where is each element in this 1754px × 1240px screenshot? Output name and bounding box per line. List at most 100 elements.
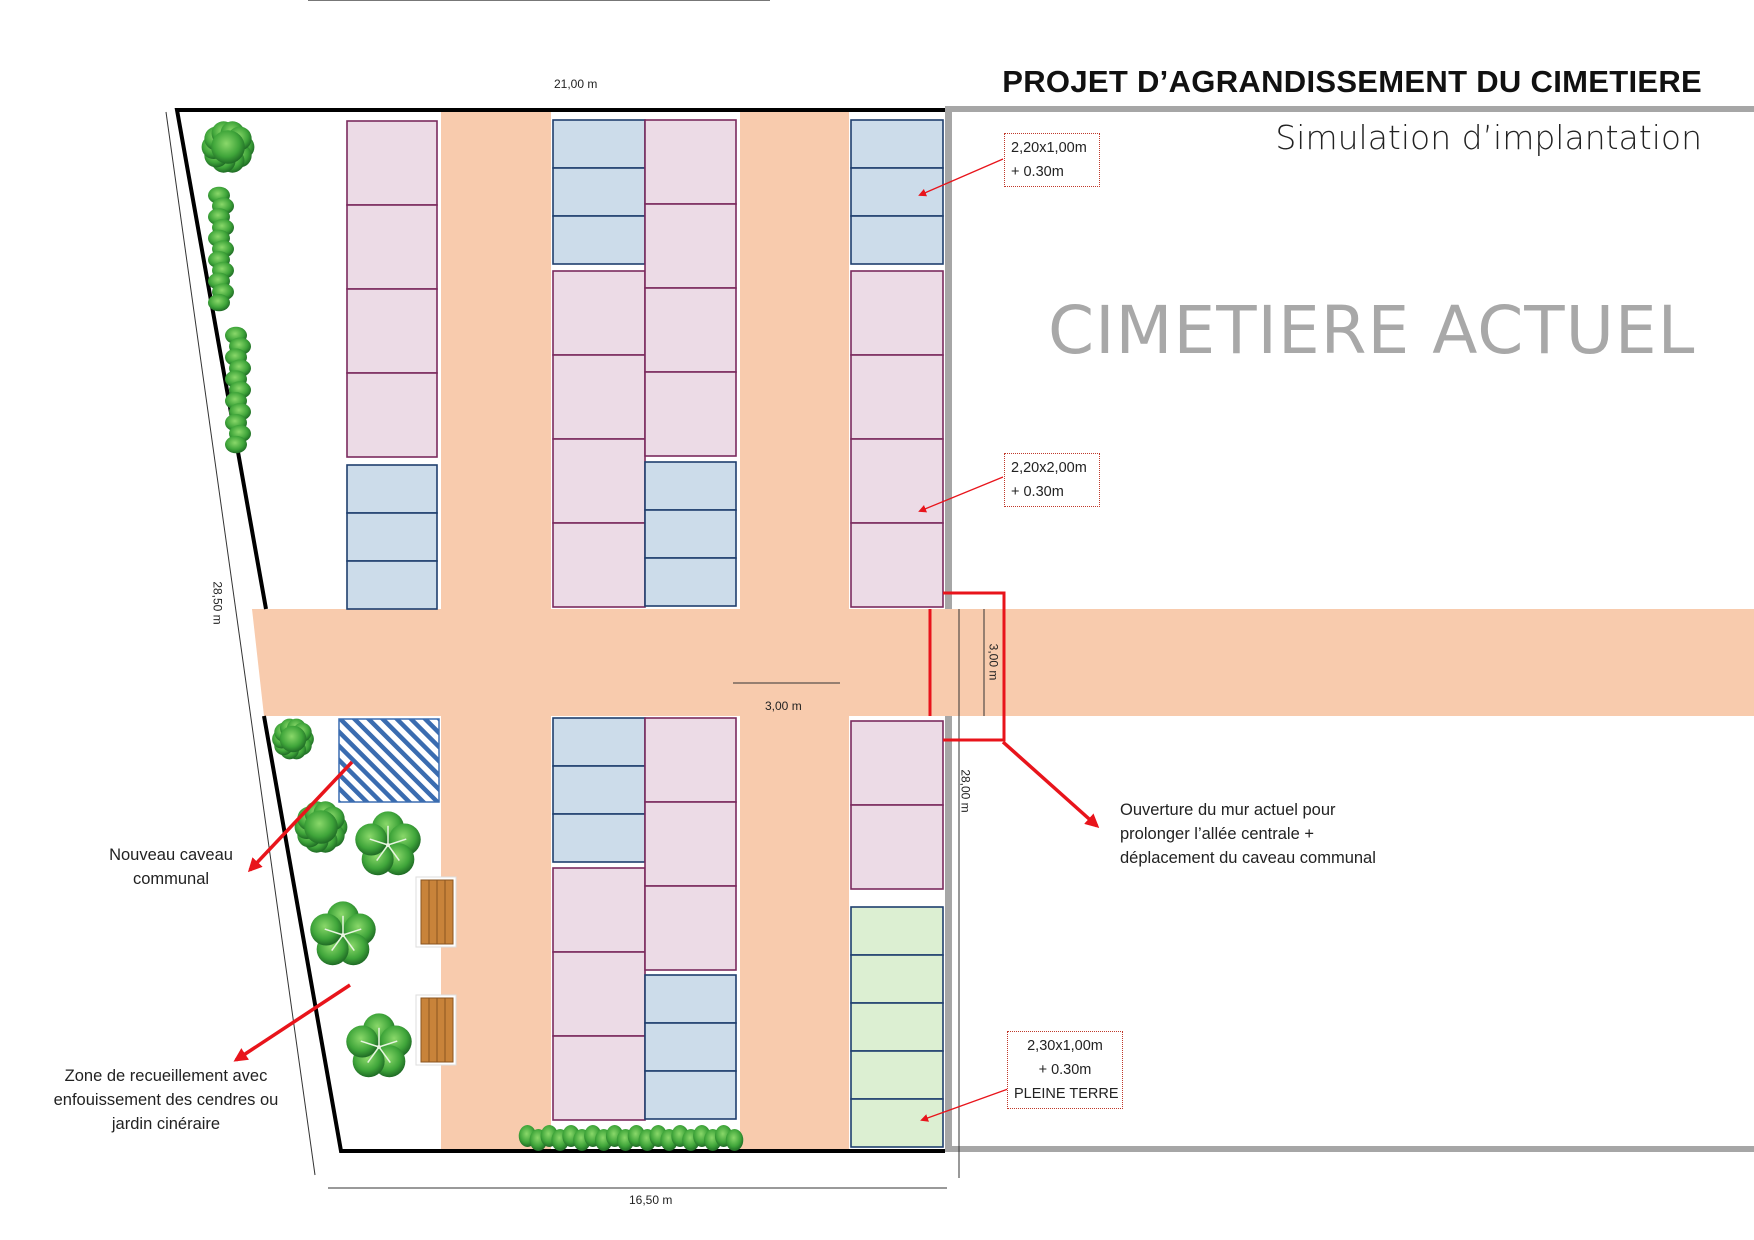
dimension-left: 28,50 m: [210, 581, 225, 625]
shrub-icon: [201, 121, 255, 173]
page-subtitle: Simulation d’implantation: [1275, 118, 1702, 157]
dimension-opening: 3,00 m: [986, 643, 1001, 681]
hedge-icon: [225, 326, 251, 454]
dimension-aisle: 3,00 m: [765, 699, 802, 713]
callout-line: + 0.30m: [1011, 484, 1064, 500]
hedge-icon: [208, 186, 234, 312]
note-line: Zone de recueillement avec: [64, 1067, 268, 1085]
dimension-right: 28,00 m: [958, 769, 973, 813]
ground-plot: [850, 906, 944, 956]
large-plot: [346, 204, 438, 290]
opening-note: Ouverture du mur actuel pour prolonger l…: [1120, 798, 1376, 870]
large-plot: [644, 801, 737, 887]
small-plot: [644, 1022, 737, 1072]
large-plot: [850, 804, 944, 890]
callout-line: + 0.30m: [1011, 164, 1064, 180]
large-plot: [552, 1035, 646, 1121]
arrow-icon: [233, 983, 351, 1062]
note-line: prolonger l’allée centrale +: [1120, 825, 1314, 843]
note-line: communal: [132, 870, 210, 888]
callout-line: 2,30x1,00m: [1027, 1038, 1103, 1054]
small-plot: [346, 560, 438, 610]
callout-line: 2,20x1,00m: [1011, 140, 1087, 156]
existing-cemetery-label: CIMETIERE ACTUEL: [1048, 292, 1696, 369]
note-line: Nouveau caveau: [109, 846, 233, 864]
large-plot-callout: 2,20x2,00m + 0.30m: [1004, 453, 1100, 507]
small-plot: [552, 215, 646, 265]
small-plot: [552, 119, 646, 169]
large-plot: [346, 372, 438, 458]
note-line: jardin cinéraire: [111, 1115, 221, 1133]
large-plot: [552, 522, 646, 608]
communal-vault-note: Nouveau caveau communal: [96, 843, 246, 891]
small-plot: [346, 512, 438, 562]
dimension-lines: [165, 111, 985, 1189]
shrub-icon: [294, 801, 348, 853]
hedge-icon: [518, 1125, 744, 1151]
small-plot: [644, 509, 737, 559]
flower-bush-icon: [310, 901, 376, 966]
page-title: PROJET D’AGRANDISSEMENT DU CIMETIERE: [1002, 64, 1702, 99]
ground-plot: [850, 1002, 944, 1052]
small-plot: [644, 1070, 737, 1120]
large-plot: [552, 438, 646, 524]
large-plot: [346, 120, 438, 206]
large-plot: [644, 885, 737, 971]
large-plot: [552, 951, 646, 1037]
large-plot: [552, 270, 646, 356]
arrow-icon: [247, 760, 354, 873]
small-plot-callout: 2,20x1,00m + 0.30m: [1004, 133, 1100, 187]
small-plot: [850, 215, 944, 265]
large-plot: [644, 717, 737, 803]
aisles: [252, 110, 1754, 1150]
small-plot: [552, 717, 646, 767]
small-plot: [644, 974, 737, 1024]
small-plot: [644, 461, 737, 511]
large-plot: [644, 287, 737, 373]
small-plot: [346, 464, 438, 514]
large-plot: [850, 438, 944, 524]
small-plot: [850, 119, 944, 169]
large-plot: [644, 203, 737, 289]
callout-line: PLEINE TERRE: [1014, 1086, 1119, 1102]
small-plot: [552, 813, 646, 863]
arrow-icon: [1001, 740, 1100, 828]
small-plot: [552, 167, 646, 217]
shrub-icon: [272, 718, 314, 760]
large-plot: [850, 270, 944, 356]
existing-wall: [945, 106, 1754, 1152]
memorial-zone-note: Zone de recueillement avec enfouissement…: [36, 1064, 296, 1136]
arrow-icon: [918, 158, 1004, 197]
aisle-extension: [930, 609, 1754, 716]
flower-bush-icon: [346, 1013, 412, 1078]
large-plot: [644, 371, 737, 457]
bench-icon: [415, 994, 457, 1066]
large-plot: [552, 354, 646, 440]
large-plot: [552, 867, 646, 953]
ground-plot-callout: 2,30x1,00m + 0.30m PLEINE TERRE: [1007, 1031, 1123, 1109]
large-plot: [850, 354, 944, 440]
flower-bush-icon: [355, 811, 421, 876]
arrows: [233, 158, 1100, 1122]
large-plot: [644, 119, 737, 205]
note-line: déplacement du caveau communal: [1120, 849, 1376, 867]
ground-plot: [850, 954, 944, 1004]
large-plot: [850, 720, 944, 806]
small-plot: [644, 557, 737, 607]
arrow-icon: [920, 1088, 1009, 1122]
wall-opening-outline: [928, 591, 1006, 742]
dimension-top: 21,00 m: [554, 77, 598, 91]
bench-icon: [415, 876, 457, 948]
callout-line: + 0.30m: [1038, 1062, 1092, 1078]
small-plot: [850, 167, 944, 217]
dimension-bottom: 16,50 m: [629, 1193, 673, 1207]
callout-line: 2,20x2,00m: [1011, 460, 1087, 476]
new-communal-vault: [338, 718, 440, 803]
aisle-central: [252, 609, 930, 716]
large-plot: [346, 288, 438, 374]
arrow-icon: [918, 476, 1004, 513]
ground-plot: [850, 1050, 944, 1100]
large-plot: [850, 522, 944, 608]
vegetation: [201, 121, 744, 1151]
